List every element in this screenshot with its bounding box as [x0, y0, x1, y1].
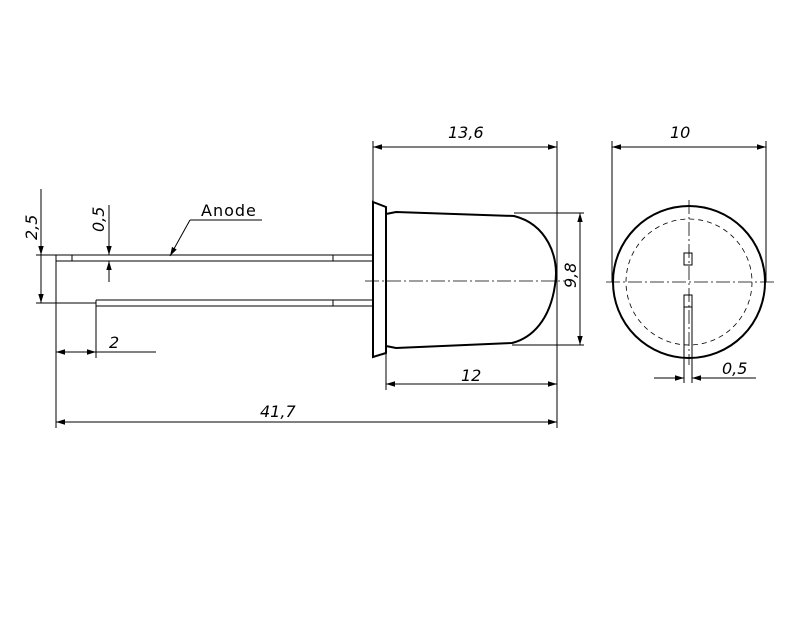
cathode-pin-section [683, 294, 693, 383]
dim-overall-length-label: 41,7 [260, 402, 296, 421]
dim-pin-width-label: 0,5 [722, 359, 747, 378]
dim-overall-length: 41,7 [55, 261, 558, 428]
dim-diameter-label: 10 [670, 123, 690, 142]
dim-pin-width: 0,5 [654, 359, 756, 381]
dim-lens-height-label: 9,8 [561, 263, 580, 288]
dim-body-length: 12 [385, 353, 557, 390]
dim-body-length-label: 12 [461, 366, 481, 385]
lens-body [385, 210, 557, 350]
anode-callout: Anode [169, 201, 262, 257]
dim-lead-thickness-label: 0,5 [89, 207, 108, 232]
dim-lead-offset-label: 2 [109, 333, 119, 352]
cathode-lead [95, 299, 373, 307]
flange [372, 200, 387, 359]
dim-diameter: 10 [611, 123, 767, 282]
dim-flange-length: 13,6 [372, 123, 558, 345]
dim-flange-length-label: 13,6 [448, 123, 484, 142]
dim-lead-spacing-label: 2,5 [22, 215, 41, 240]
dim-lens-height: 9,8 [512, 212, 584, 346]
anode-pin-section [683, 252, 693, 266]
front-view: 10 0,5 [606, 123, 777, 383]
dim-lead-offset: 2 [56, 306, 156, 358]
dim-lead-thickness: 0,5 [89, 205, 112, 282]
anode-lead [55, 254, 373, 262]
side-view: 13,6 9,8 12 41,7 2,5 [22, 123, 584, 428]
dim-lead-spacing: 2,5 [22, 189, 96, 304]
anode-label: Anode [201, 201, 257, 220]
